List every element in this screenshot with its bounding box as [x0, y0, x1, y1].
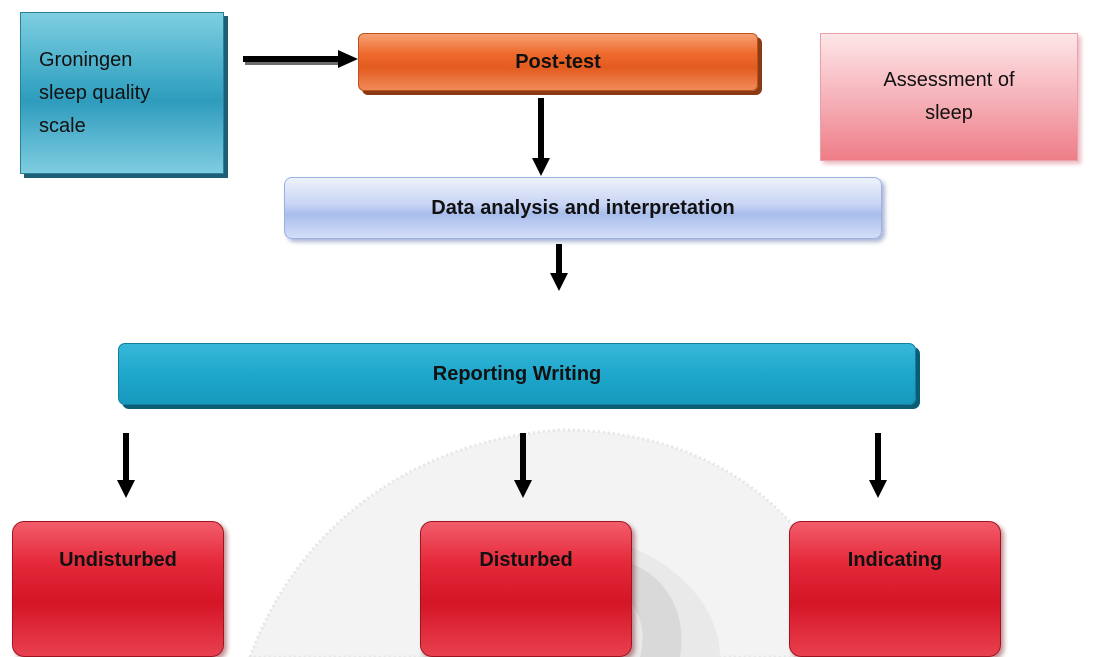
post-test-box: Post-test [358, 33, 758, 91]
undisturbed-label: Undisturbed [59, 549, 177, 571]
undisturbed-box: Undisturbed [12, 521, 224, 657]
data-analysis-box: Data analysis and interpretation [284, 177, 882, 239]
assessment-of-sleep-box: Assessment of sleep [820, 33, 1078, 161]
indicating-label: Indicating [847, 549, 943, 571]
disturbed-box: Disturbed [420, 521, 632, 657]
disturbed-label: Disturbed [479, 549, 573, 571]
reporting-writing-box: Reporting Writing [118, 343, 916, 405]
assessment-line-1: Assessment of [883, 69, 1015, 91]
data-analysis-label: Data analysis and interpretation [431, 196, 735, 219]
groningen-line-1: Groningen [39, 48, 133, 71]
groningen-line-2: sleep quality [39, 81, 151, 104]
groningen-line-3: scale [39, 114, 86, 137]
assessment-line-2: sleep [925, 102, 973, 124]
groningen-scale-box: Groningen sleep quality scale [20, 12, 224, 174]
post-test-label: Post-test [515, 50, 601, 73]
indicating-box: Indicating [789, 521, 1001, 657]
reporting-writing-label: Reporting Writing [432, 362, 602, 385]
